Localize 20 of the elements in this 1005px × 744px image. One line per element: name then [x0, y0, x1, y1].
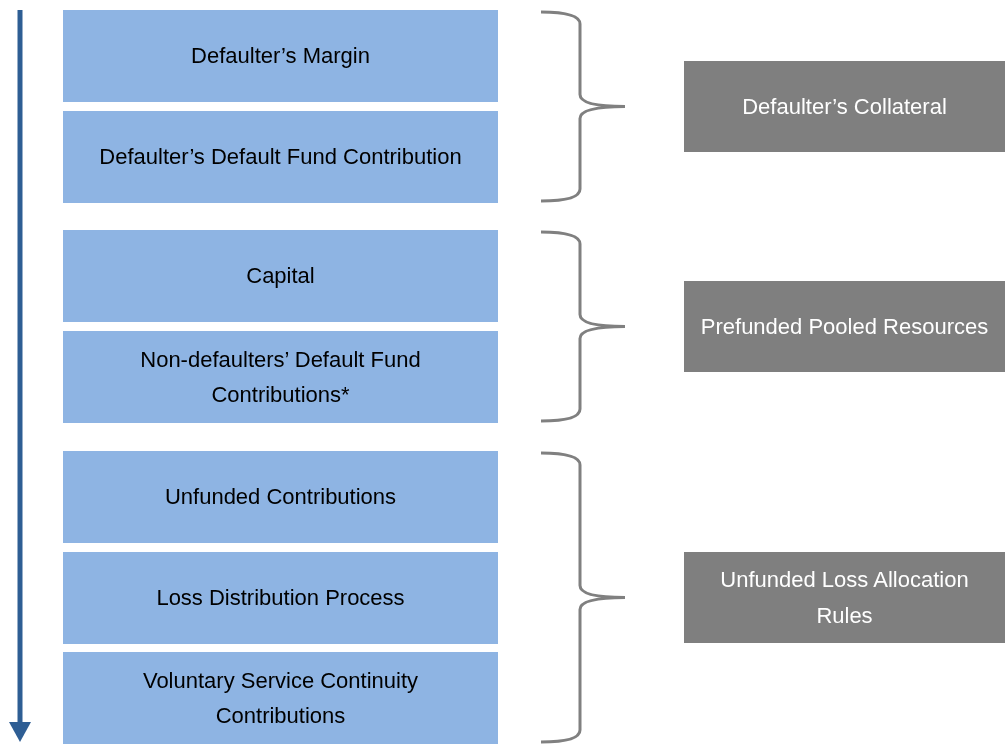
layer-box: [63, 652, 498, 744]
layer-box: [63, 552, 498, 644]
box-label: Loss Distribution Process: [156, 584, 405, 613]
layer-box: [63, 230, 498, 322]
category-box: [684, 61, 1005, 152]
category-box: [684, 281, 1005, 372]
box-label: Non-defaulters’ Default Fund Contributions*: [139, 345, 422, 409]
layer-box: [63, 451, 498, 543]
layer-box: [63, 10, 498, 102]
box-label: Unfunded Loss Allocation Rules: [719, 566, 970, 630]
box-label: Defaulter’s Margin: [191, 42, 370, 71]
box-label: Capital: [246, 262, 315, 291]
box-label: Defaulter’s Collateral: [742, 92, 947, 121]
box-label: Voluntary Service Continuity Contributions: [141, 666, 420, 730]
box-label: Defaulter’s Default Fund Contribution: [99, 143, 462, 172]
box-label: Unfunded Contributions: [164, 483, 397, 512]
box-label: Prefunded Pooled Resources: [700, 312, 989, 341]
category-box: [684, 552, 1005, 643]
layer-box: [63, 331, 498, 423]
layer-box: [63, 111, 498, 203]
